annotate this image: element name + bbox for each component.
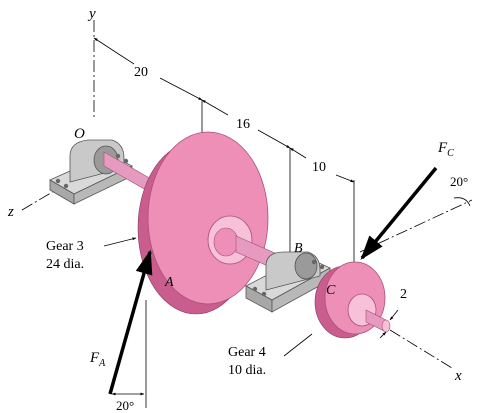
- dimension-line-16: [201, 99, 291, 149]
- point-c-label: C: [326, 283, 336, 298]
- bearing-b: [245, 251, 331, 313]
- y-axis-label: y: [87, 6, 96, 22]
- point-o-label: O: [74, 126, 85, 142]
- dimension-20-label: 20: [134, 65, 148, 80]
- dimension-line-20: [93, 37, 203, 101]
- force-fc-label: FC: [437, 140, 454, 159]
- dimension-line-10: [289, 147, 355, 183]
- shaft-end: [365, 309, 391, 333]
- dimension-line-2: [379, 309, 399, 339]
- dimension-16-label: 16: [236, 117, 250, 132]
- dimension-10-label: 10: [312, 160, 326, 175]
- angle-fc-label: 20°: [450, 174, 468, 189]
- gear-4-name: Gear 4: [228, 345, 266, 360]
- angle-fa-label: 20°: [116, 398, 134, 413]
- force-fc-arrow: [360, 166, 438, 260]
- gear-3-leader: [103, 237, 137, 247]
- force-fa-label: FA: [89, 350, 106, 369]
- x-axis-line: [389, 329, 453, 369]
- gear-3-diameter: 24 dia.: [46, 257, 84, 272]
- extension-lines: [145, 100, 355, 408]
- gear-4-diameter: 10 dia.: [228, 363, 266, 378]
- point-a-label: A: [164, 275, 174, 290]
- bearing-o: [49, 139, 133, 205]
- point-b-label: B: [294, 241, 303, 256]
- gear-4-leader: [283, 333, 313, 357]
- gear-3-name: Gear 3: [46, 239, 84, 254]
- fc-reference-line: [359, 199, 473, 253]
- force-fa-arrow: [108, 249, 153, 395]
- angle-arc-fc: [453, 197, 471, 207]
- z-axis-label: z: [7, 204, 14, 220]
- dimension-2-label: 2: [400, 287, 407, 302]
- x-axis-label: x: [454, 368, 462, 384]
